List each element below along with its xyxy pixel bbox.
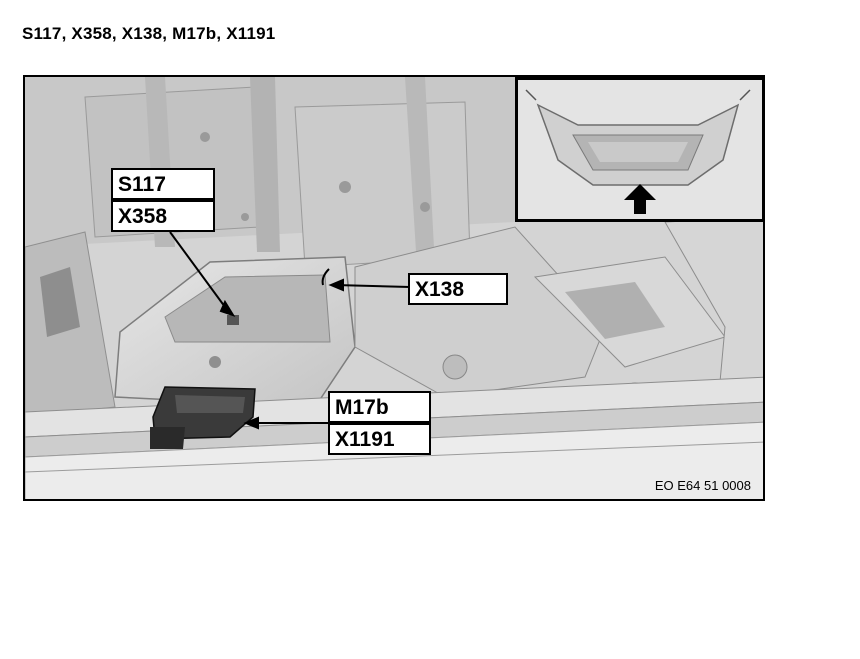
label-x1191: X1191 [328,423,431,455]
inset-view [515,77,763,222]
label-x358: X358 [111,200,215,232]
label-s117: S117 [111,168,215,200]
page-title: S117, X358, X138, M17b, X1191 [22,24,276,43]
label-m17b: M17b [328,391,431,423]
technical-illustration: S117 X358 X138 M17b X1191 EO E64 51 0008 [23,75,765,501]
label-x138: X138 [408,273,508,305]
figure-id: EO E64 51 0008 [654,478,751,493]
inset-drawing [518,80,762,219]
